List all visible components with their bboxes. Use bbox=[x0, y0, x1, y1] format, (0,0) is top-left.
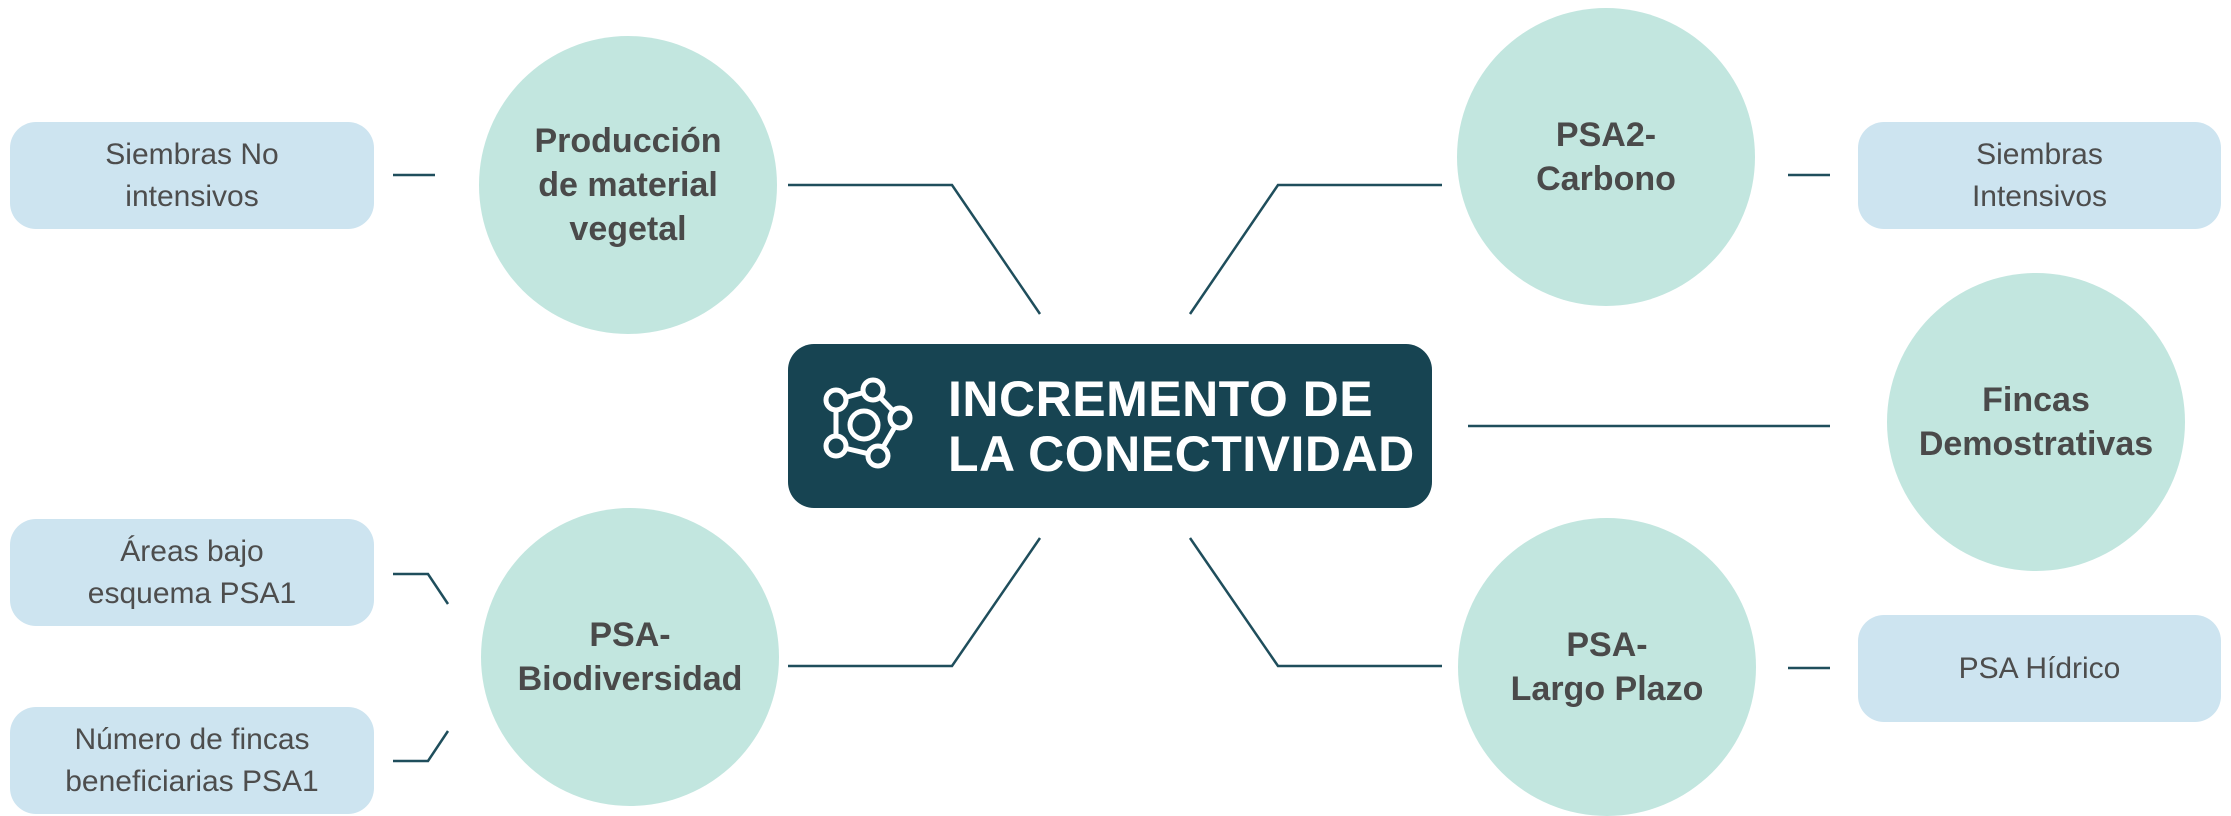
node-produccion-material-vegetal: Producción de material vegetal bbox=[479, 36, 777, 334]
node-psa-biodiversidad: PSA- Biodiversidad bbox=[481, 508, 779, 806]
center-box-incremento-conectividad: INCREMENTO DE LA CONECTIVIDAD bbox=[788, 344, 1432, 508]
connector-numero-fincas bbox=[393, 730, 450, 763]
connector-center-biodiversidad bbox=[788, 537, 1042, 668]
connector-center-carbono bbox=[1188, 183, 1442, 315]
tag-siembras-no-intensivos: Siembras No intensivos bbox=[10, 122, 374, 229]
connector-areas-psa1 bbox=[393, 572, 450, 605]
tag-areas-psa1: Áreas bajo esquema PSA1 bbox=[10, 519, 374, 626]
network-nodes-icon bbox=[823, 377, 913, 469]
tag-psa-hidrico: PSA Hídrico bbox=[1858, 615, 2221, 722]
connector-center-largo-plazo bbox=[1188, 537, 1442, 668]
tag-siembras-intensivos: Siembras Intensivos bbox=[1858, 122, 2221, 229]
connector-center-produccion bbox=[788, 183, 1042, 315]
tag-numero-fincas-psa1: Número de fincas beneficiarias PSA1 bbox=[10, 707, 374, 814]
node-fincas-demostrativas: Fincas Demostrativas bbox=[1887, 273, 2185, 571]
node-psa2-carbono: PSA2- Carbono bbox=[1457, 8, 1755, 306]
center-title: INCREMENTO DE LA CONECTIVIDAD bbox=[948, 371, 1415, 482]
node-psa-largo-plazo: PSA- Largo Plazo bbox=[1458, 518, 1756, 816]
